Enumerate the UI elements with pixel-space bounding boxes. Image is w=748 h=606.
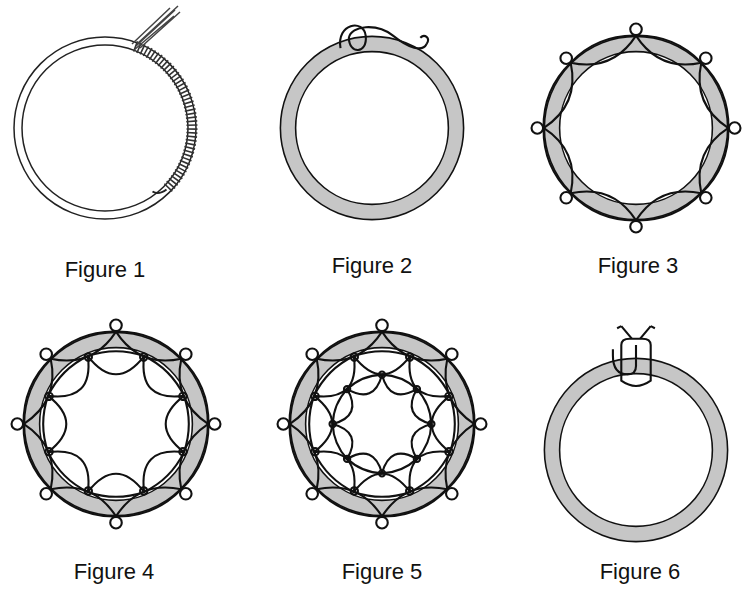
figure-caption: Figure 2 [332, 254, 413, 278]
figure-caption: Figure 5 [342, 560, 423, 584]
figure-caption: Figure 3 [598, 254, 679, 278]
wrapped-ring [14, 6, 196, 219]
figure-caption: Figure 6 [600, 560, 681, 584]
ring-first-hitch [288, 26, 456, 212]
ring-hanging-loop [552, 326, 720, 534]
ring-third-row [278, 320, 487, 529]
ring-second-row [12, 320, 221, 529]
ring-first-row [532, 24, 741, 233]
figure-caption: Figure 4 [74, 560, 155, 584]
figure-caption: Figure 1 [65, 258, 146, 282]
